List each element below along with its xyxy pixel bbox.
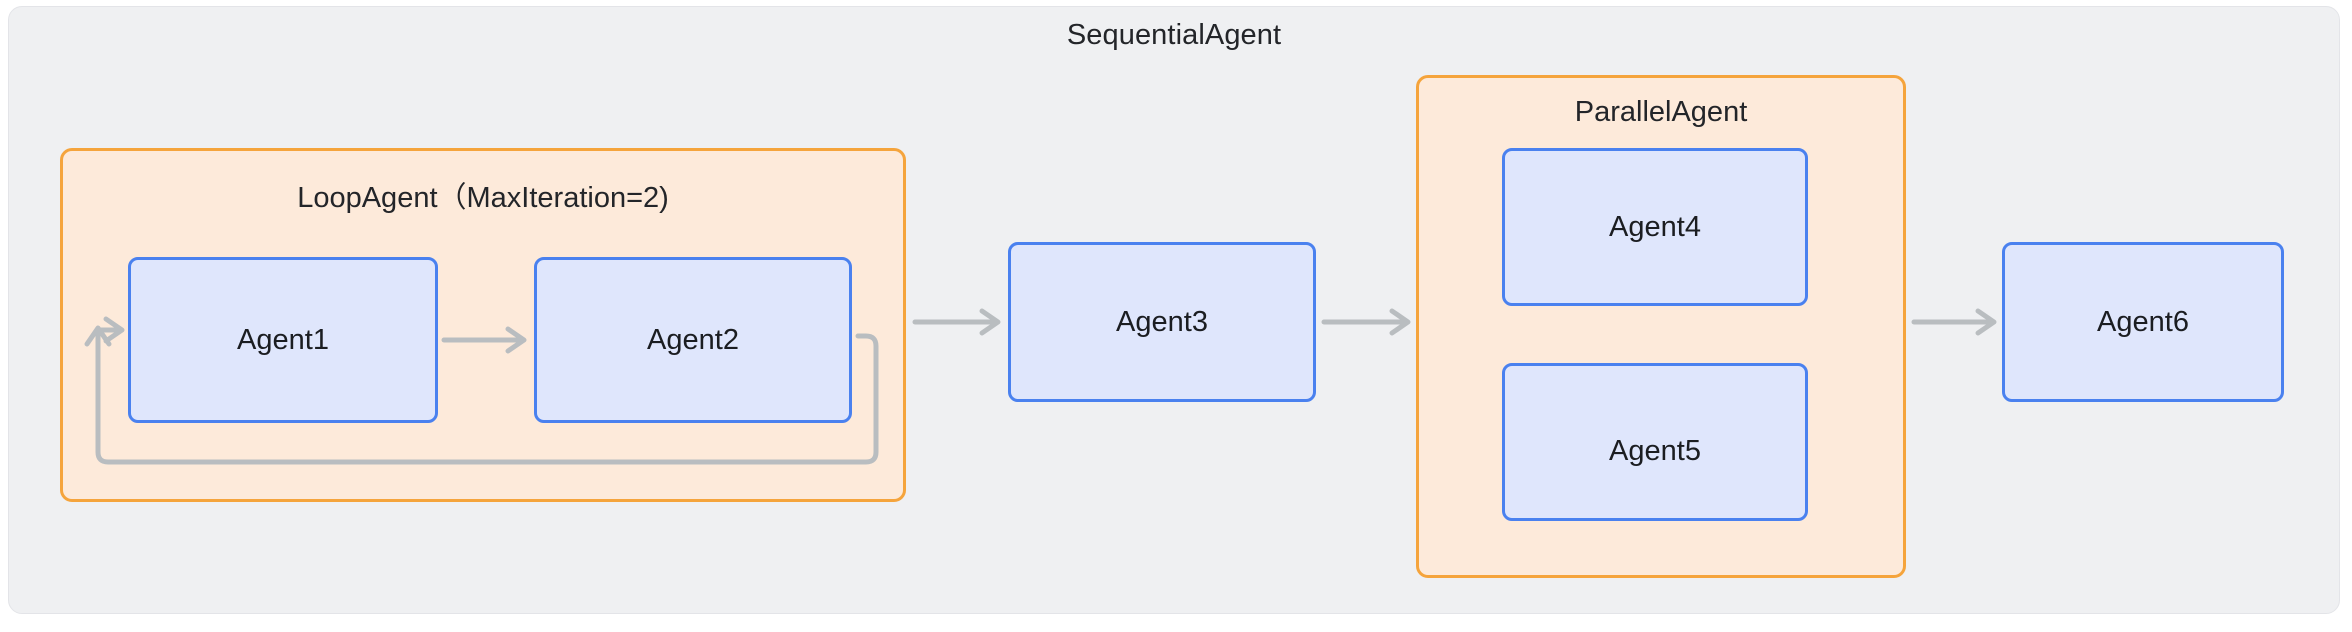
agent-node-label: Agent5: [1609, 434, 1701, 467]
agent-node-label: Agent1: [237, 323, 329, 356]
loop-agent-title: LoopAgent（MaxIteration=2): [297, 182, 669, 214]
agent-node-label: Agent2: [647, 323, 739, 356]
agent-node-agent3[interactable]: Agent3: [1008, 242, 1316, 402]
agent-node-agent2[interactable]: Agent2: [534, 257, 852, 423]
agent-node-label: Agent3: [1116, 305, 1208, 338]
sequential-agent-title: SequentialAgent: [1066, 19, 1282, 51]
agent-node-agent4[interactable]: Agent4: [1502, 148, 1808, 306]
agent-node-agent6[interactable]: Agent6: [2002, 242, 2284, 402]
agent-node-agent5[interactable]: Agent5: [1502, 363, 1808, 521]
agent-node-label: Agent6: [2097, 305, 2189, 338]
agent-node-label: Agent4: [1609, 210, 1701, 243]
agent-node-agent1[interactable]: Agent1: [128, 257, 438, 423]
parallel-agent-title: ParallelAgent: [1574, 96, 1748, 128]
